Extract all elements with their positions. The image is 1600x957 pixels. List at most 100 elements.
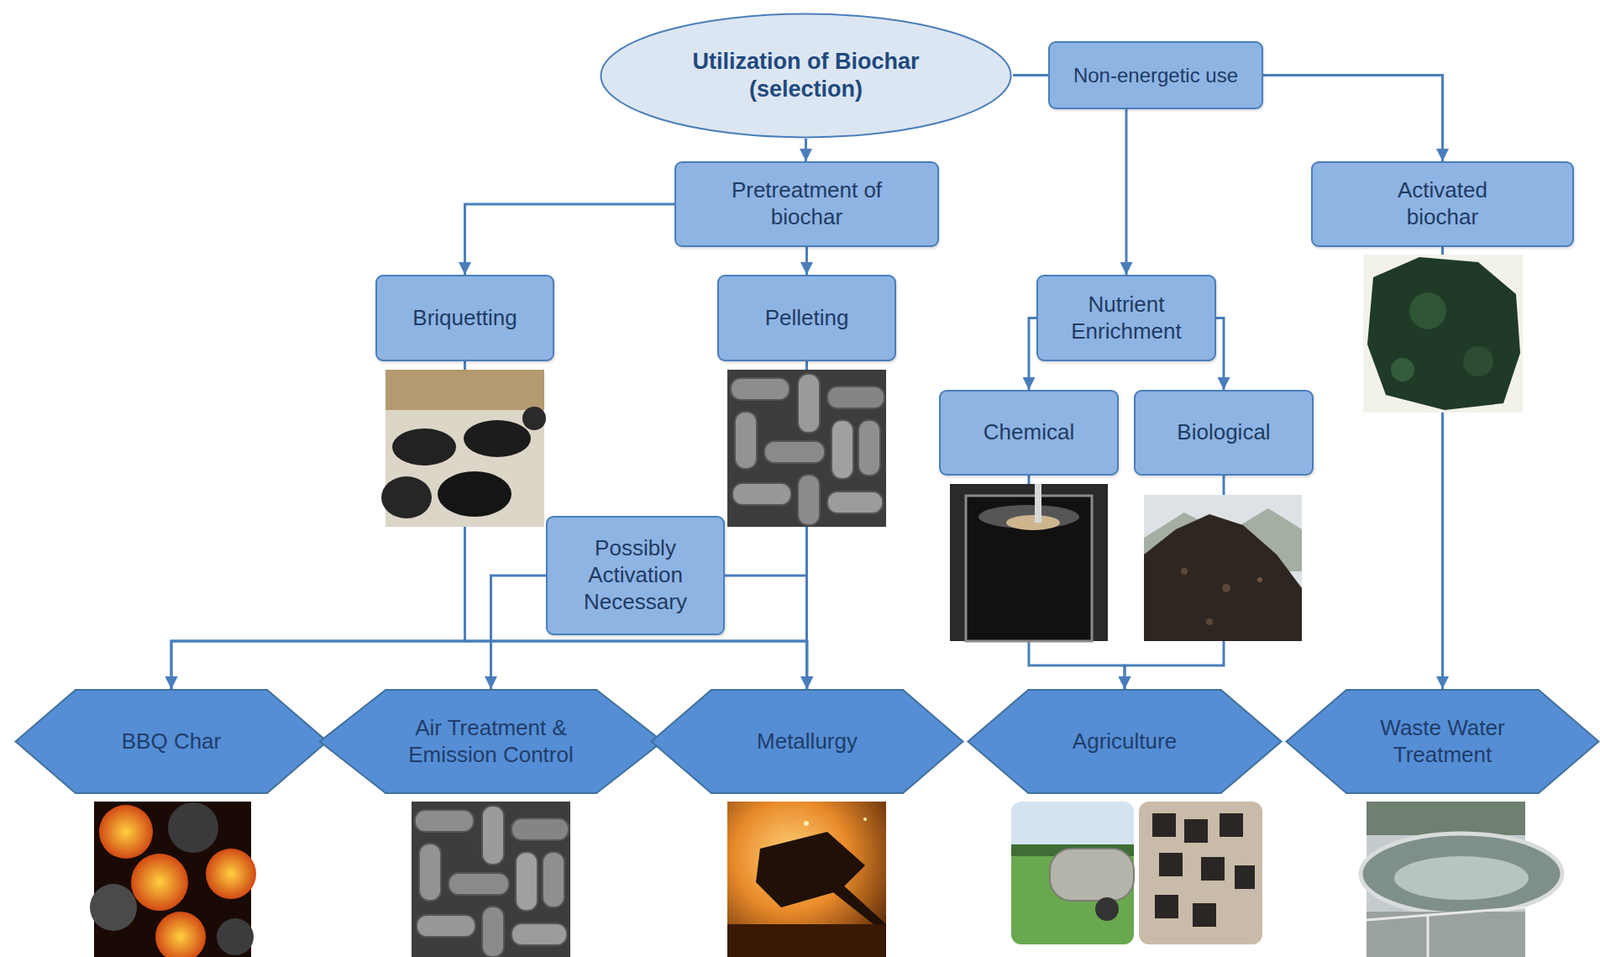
hexagon-shape	[1286, 689, 1600, 793]
photo-ground	[1138, 801, 1263, 945]
root-ellipse: Utilization of Biochar (selection)	[598, 12, 1013, 139]
pellet	[730, 377, 790, 400]
connector	[1216, 318, 1224, 391]
process-box: Pelleting	[717, 274, 897, 362]
node-label: Pretreatment of biochar	[723, 177, 892, 231]
sample-square	[1159, 852, 1183, 877]
pellet	[827, 386, 885, 409]
node-label: BBQ Char	[121, 728, 222, 756]
node-label: Nutrient Enrichment	[1054, 291, 1198, 345]
liquid-swirl	[1006, 514, 1060, 530]
connector	[1028, 318, 1037, 391]
pellet	[797, 474, 820, 525]
node-label: Biological	[1176, 419, 1270, 446]
briquette	[463, 419, 531, 457]
node-label: Chemical	[983, 419, 1075, 446]
process-box: Biological	[1133, 389, 1314, 476]
bbq-photo	[89, 801, 257, 957]
process-box: Chemical	[939, 389, 1119, 476]
connector	[1012, 73, 1049, 77]
pellet	[858, 419, 881, 476]
furnace-floor	[727, 923, 887, 957]
node-label: Pelleting	[765, 304, 850, 332]
trees	[1366, 801, 1526, 835]
powder-heap	[1367, 257, 1521, 410]
node-label: Non-energetic use	[1073, 62, 1239, 88]
hexagon-shape	[968, 689, 1282, 793]
railing-post	[1426, 914, 1430, 957]
photo-shelf	[385, 369, 545, 410]
pellet-photo	[411, 801, 571, 957]
powder-grain	[1409, 292, 1447, 330]
node-label: Air Treatment & Emission Control	[392, 714, 590, 768]
application-hexagon: Waste Water Treatment	[1285, 688, 1600, 794]
connector	[171, 361, 808, 689]
sample-square	[1184, 818, 1208, 843]
photo-ground	[727, 369, 887, 527]
briquette	[381, 476, 432, 519]
connector	[805, 246, 808, 275]
application-hexagon: Agriculture	[966, 688, 1283, 794]
hexagon-shape	[650, 689, 963, 793]
chemical-photo	[949, 483, 1108, 641]
briquette	[522, 406, 546, 431]
compost-pile	[1143, 514, 1302, 641]
connector	[1125, 109, 1128, 275]
sample-square	[1152, 813, 1176, 837]
ellipse-outline	[598, 12, 1013, 139]
node-label: Briquetting	[412, 304, 517, 332]
glowing-coal	[155, 911, 206, 957]
application-hexagon: Metallurgy	[650, 688, 965, 794]
process-box: Nutrient Enrichment	[1036, 274, 1217, 362]
connector	[465, 204, 676, 275]
briquette-photo	[381, 369, 546, 527]
pellet-photo	[727, 369, 887, 527]
clarifier-tank	[1360, 833, 1563, 914]
node-label: Metallurgy	[756, 728, 858, 756]
connector	[804, 138, 808, 162]
pellet	[827, 491, 883, 514]
node-label: Utilization of Biochar (selection)	[667, 47, 945, 104]
node-label: Activated biochar	[1371, 177, 1515, 231]
process-box: Activated biochar	[1311, 161, 1574, 247]
coal	[167, 802, 219, 853]
spark	[803, 820, 809, 826]
sample-square	[1201, 856, 1225, 881]
pellet	[831, 419, 854, 479]
process-box: Briquetting	[375, 274, 555, 362]
node-label: Possibly Activation Necessary	[564, 535, 708, 615]
ellipse-shape	[600, 14, 1011, 138]
vessel	[965, 495, 1092, 641]
foam	[1394, 855, 1529, 900]
hexagon-shape	[15, 689, 327, 793]
railing	[1366, 907, 1526, 920]
speckle	[1206, 618, 1213, 625]
process-box: Non-energetic use	[1048, 41, 1264, 110]
glowing-coal	[205, 848, 257, 899]
pellet	[734, 411, 757, 469]
spark	[863, 817, 867, 821]
metallurgy-photo	[727, 801, 887, 957]
sample-square	[1192, 902, 1217, 927]
wheel	[1095, 897, 1119, 921]
sample-square	[1234, 865, 1255, 889]
coal	[216, 918, 254, 955]
node-label: Agriculture	[1072, 728, 1177, 756]
speckle	[1180, 567, 1188, 575]
agriculture-photo	[1011, 801, 1263, 945]
photo-ground	[949, 483, 1108, 641]
process-box: Pretreatment of biochar	[674, 161, 940, 247]
application-hexagon: BBQ Char	[14, 688, 329, 794]
connector	[491, 575, 547, 689]
compost-photo	[1143, 494, 1302, 641]
speckle	[1257, 577, 1263, 583]
stirrer	[1034, 483, 1042, 523]
photo-sky	[1011, 801, 1134, 945]
pellet	[764, 440, 825, 463]
field	[1011, 848, 1134, 945]
powder-grain	[1390, 357, 1415, 382]
glowing-coal	[99, 804, 153, 859]
glowing-coal	[131, 853, 189, 911]
